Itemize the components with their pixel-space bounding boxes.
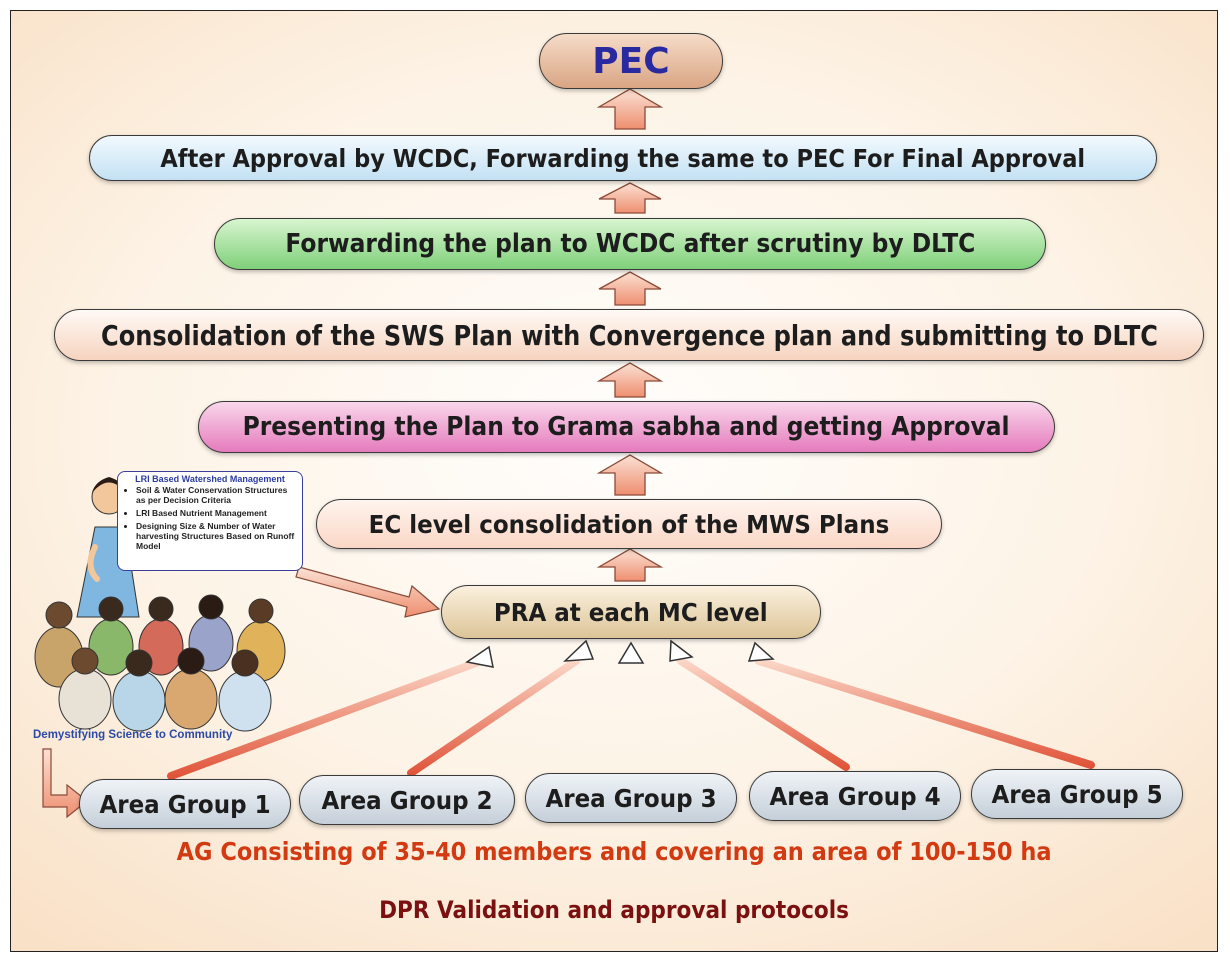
lri-info-box: LRI Based Watershed Management Soil & Wa… (117, 471, 303, 571)
area-group-2-node: Area Group 2 (299, 775, 515, 825)
pec-label: PEC (592, 40, 670, 82)
forward-plan-label: Forwarding the plan to WCDC after scruti… (284, 229, 976, 259)
up-arrow-to-consolidation (596, 362, 664, 398)
lri-point: Designing Size & Number of Water harvest… (136, 521, 298, 551)
arrowhead-ag-2 (562, 639, 595, 662)
grama-sabha-node: Presenting the Plan to Grama sabha and g… (198, 401, 1055, 453)
up-arrow-to-pec (596, 88, 664, 130)
connector-ag-1 (167, 657, 485, 780)
connector-ag-5 (755, 657, 1095, 769)
pra-label: PRA at each MC level (494, 597, 768, 627)
area-group-note: AG Consisting of 35-40 members and cover… (11, 837, 1217, 866)
area-group-label: Area Group 4 (769, 781, 941, 811)
ec-level-label: EC level consolidation of the MWS Plans (368, 509, 890, 539)
ec-level-node: EC level consolidation of the MWS Plans (316, 499, 942, 549)
area-group-1-node: Area Group 1 (79, 779, 291, 829)
open-arrowheads (465, 639, 775, 668)
forward-plan-node: Forwarding the plan to WCDC after scruti… (214, 218, 1046, 270)
up-arrow-to-forward-plan (598, 271, 662, 306)
community-caption: Demystifying Science to Community (33, 729, 233, 741)
up-arrows (596, 88, 664, 582)
area-group-label: Area Group 3 (545, 783, 717, 813)
lri-point: LRI Based Nutrient Management (136, 508, 298, 518)
lri-points: Soil & Water Conservation Structures as … (122, 485, 298, 551)
illustration-to-pra-arrow (295, 566, 441, 618)
up-arrow-to-ec-level (596, 548, 664, 582)
connector-ag-4 (677, 657, 850, 771)
wcdc-approval-node: After Approval by WCDC, Forwarding the s… (89, 135, 1157, 181)
consolidation-label: Consolidation of the SWS Plan with Conve… (100, 318, 1158, 352)
diagram-caption: DPR Validation and approval protocols (11, 896, 1217, 924)
audience (34, 594, 286, 732)
area-group-connectors (167, 657, 1095, 780)
community-to-ag1-arrow (42, 748, 88, 819)
area-group-label: Area Group 5 (991, 779, 1163, 809)
area-group-note-text: AG Consisting of 35-40 members and cover… (176, 837, 1052, 866)
pra-node: PRA at each MC level (441, 585, 821, 639)
area-group-3-node: Area Group 3 (525, 773, 737, 823)
diagram-canvas: LRI Based Watershed Management Soil & Wa… (10, 10, 1218, 952)
arrowhead-ag-1 (465, 645, 494, 668)
grama-sabha-label: Presenting the Plan to Grama sabha and g… (243, 412, 1010, 442)
area-group-5-node: Area Group 5 (971, 769, 1183, 819)
diagram-caption-text: DPR Validation and approval protocols (379, 896, 849, 924)
consolidation-node: Consolidation of the SWS Plan with Conve… (54, 309, 1204, 361)
lri-title: LRI Based Watershed Management (135, 474, 285, 484)
area-group-label: Area Group 1 (99, 789, 271, 819)
arrowhead-ag-3 (617, 641, 645, 664)
area-group-4-node: Area Group 4 (749, 771, 961, 821)
lri-point: Soil & Water Conservation Structures as … (136, 485, 298, 505)
up-arrow-to-wcdc-approval (598, 182, 662, 214)
up-arrow-to-grama-sabha (596, 454, 664, 496)
arrowhead-ag-4 (669, 639, 694, 662)
wcdc-approval-label: After Approval by WCDC, Forwarding the s… (160, 143, 1086, 173)
area-group-label: Area Group 2 (321, 785, 493, 815)
pec-node: PEC (539, 33, 723, 89)
connector-layer (42, 88, 1095, 819)
connector-ag-2 (407, 657, 580, 777)
arrowhead-ag-5 (747, 641, 775, 662)
